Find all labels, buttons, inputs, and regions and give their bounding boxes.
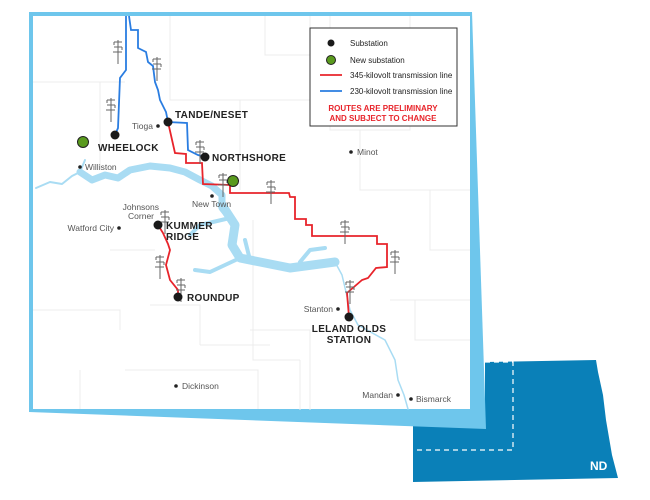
city-stanton: Stanton	[304, 304, 334, 314]
transmission-tower-icon	[345, 280, 355, 304]
label-kummer-2: RIDGE	[166, 232, 199, 243]
transmission-tower-icon	[195, 140, 205, 164]
substation-tande[interactable]	[163, 117, 173, 127]
legend: Substation New substation 345-kilovolt t…	[309, 27, 458, 127]
legend-box	[309, 27, 458, 127]
state-inset: ND	[413, 360, 618, 482]
label-leland-2: STATION	[327, 335, 372, 346]
line-345-roundup	[157, 224, 179, 297]
legend-substation: Substation	[350, 39, 388, 48]
city-tioga: Tioga	[132, 121, 153, 131]
legend-substation-icon	[327, 39, 335, 47]
line-345-east	[167, 121, 388, 318]
transmission-tower-icon	[266, 180, 276, 204]
city-williston: Williston	[85, 162, 117, 172]
transmission-towers	[106, 40, 400, 304]
transmission-tower-icon	[160, 210, 170, 234]
legend-345: 345-kilovolt transmission line	[350, 71, 453, 80]
line-230-wheelock	[114, 16, 127, 136]
substation-roundup[interactable]	[173, 292, 183, 302]
transmission-tower-icon	[106, 98, 116, 122]
label-tande: TANDE/NESET	[175, 110, 248, 121]
city-mandan: Mandan	[362, 390, 393, 400]
study-area-outline	[413, 361, 514, 451]
legend-notice-1: ROUTES ARE PRELIMINARY	[328, 104, 438, 113]
rivers-and-lakes	[35, 159, 409, 410]
transmission-tower-icon	[390, 250, 400, 274]
city-dickinson: Dickinson	[182, 381, 219, 391]
transmission-tower-icon	[152, 57, 162, 81]
transmission-tower-icon	[113, 40, 123, 64]
label-wheelock: WHEELOCK	[98, 143, 159, 154]
label-kummer-1: KUMMER	[166, 221, 213, 232]
new-substation-west[interactable]	[77, 136, 89, 148]
substation-leland[interactable]	[344, 312, 354, 322]
line-230kv	[114, 15, 206, 158]
city-bismarck: Bismarck	[416, 394, 452, 404]
new-substation-east[interactable]	[227, 175, 239, 187]
legend-new-substation: New substation	[350, 56, 405, 65]
line-345kv	[157, 121, 388, 318]
city-minot: Minot	[357, 147, 378, 157]
substation-kummer[interactable]	[153, 220, 163, 230]
city-watford: Watford City	[68, 223, 115, 233]
line-230-tande	[128, 15, 206, 158]
city-markers	[78, 124, 413, 401]
transmission-tower-icon	[218, 173, 228, 197]
transmission-tower-icon	[176, 278, 186, 302]
transmission-tower-icon	[155, 255, 165, 279]
substation-northshore[interactable]	[200, 152, 210, 162]
city-johnsons-corner-1: Johnsons	[123, 202, 159, 212]
label-northshore: NORTHSHORE	[212, 153, 286, 164]
label-leland-1: LELAND OLDS	[312, 324, 386, 335]
city-johnsons-corner-2: Corner	[128, 211, 154, 221]
legend-notice-2: AND SUBJECT TO CHANGE	[330, 114, 438, 123]
legend-230: 230-kilovolt transmission line	[350, 87, 453, 96]
north-dakota-shape	[413, 360, 618, 482]
substations	[77, 117, 354, 322]
city-labels: Williston Tioga Minot New Town Johnsons …	[68, 121, 452, 404]
county-boundaries	[33, 16, 470, 410]
substation-labels: WHEELOCK TANDE/NESET NORTHSHORE KUMMER R…	[98, 110, 386, 346]
transmission-tower-icon	[340, 220, 350, 244]
substation-wheelock[interactable]	[110, 130, 120, 140]
legend-new-substation-icon	[326, 55, 336, 65]
state-label: ND	[590, 459, 608, 473]
city-new-town: New Town	[192, 199, 231, 209]
label-roundup: ROUNDUP	[187, 293, 240, 304]
